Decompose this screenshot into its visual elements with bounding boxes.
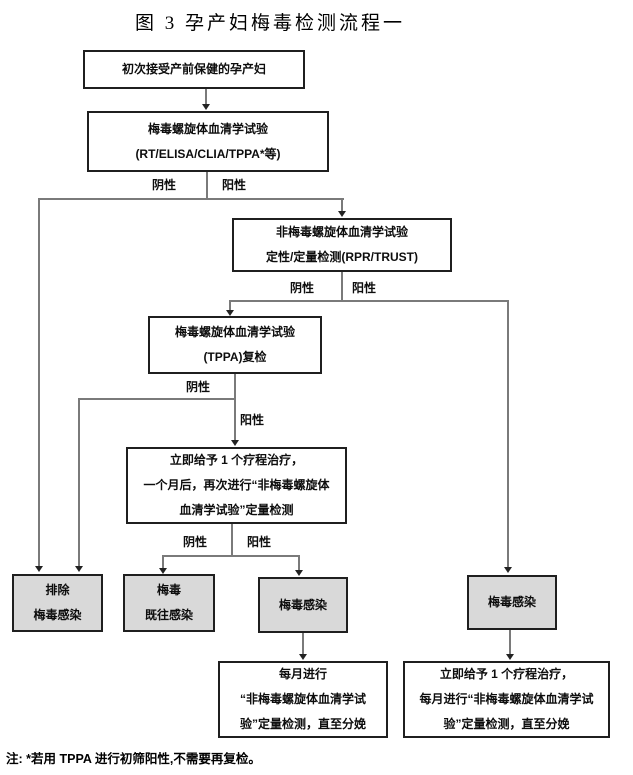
flow-line (298, 555, 300, 570)
arrowhead-down-icon (202, 104, 210, 110)
flow-line (38, 198, 40, 566)
arrowhead-down-icon (35, 566, 43, 572)
flow-line (205, 89, 207, 104)
node-treponemal-serology-test: 梅毒螺旋体血清学试验 (RT/ELISA/CLIA/TPPA*等) (87, 111, 329, 172)
node-text: 验”定量检测，直至分娩 (443, 717, 570, 731)
node-text: 定性/定量检测(RPR/TRUST) (266, 250, 418, 264)
arrowhead-down-icon (231, 440, 239, 446)
flow-line (234, 374, 236, 440)
arrowhead-down-icon (506, 654, 514, 660)
node-text: 一个月后，再次进行“非梅毒螺旋体 (143, 478, 330, 492)
flow-line (163, 555, 300, 557)
node-monthly-quantitative-test: 每月进行 “非梅毒螺旋体血清学试 验”定量检测，直至分娩 (218, 661, 388, 738)
arrowhead-down-icon (338, 211, 346, 217)
node-text: “非梅毒螺旋体血清学试 (239, 692, 366, 706)
flow-line (229, 300, 509, 302)
edge-label-positive: 阳性 (222, 178, 247, 192)
flow-line (229, 300, 231, 310)
flow-line (341, 272, 343, 301)
flow-line (39, 198, 344, 200)
node-text: 每月进行“非梅毒螺旋体血清学试 (419, 692, 594, 706)
node-text: 梅毒螺旋体血清学试验 (147, 121, 268, 136)
edge-label-negative: 阴性 (186, 380, 211, 394)
flow-line (509, 630, 511, 654)
arrowhead-down-icon (295, 570, 303, 576)
node-treat-and-monthly-test: 立即给予 1 个疗程治疗， 每月进行“非梅毒螺旋体血清学试 验”定量检测，直至分… (403, 661, 610, 738)
node-text: 立即给予 1 个疗程治疗， (169, 453, 304, 467)
node-text: 每月进行 (278, 667, 327, 681)
node-outcome-infection-right: 梅毒感染 (467, 575, 557, 630)
edge-label-positive: 阳性 (240, 413, 265, 427)
flow-line (206, 172, 208, 199)
edge-label-positive: 阳性 (352, 281, 377, 295)
node-outcome-infection-mid: 梅毒感染 (258, 577, 348, 633)
flow-line (162, 555, 164, 568)
flow-line (78, 398, 80, 566)
node-outcome-excluded: 排除 梅毒感染 (12, 574, 103, 632)
flow-line (302, 633, 304, 654)
figure-title: 图 3 孕产妇梅毒检测流程一 (134, 13, 405, 34)
arrowhead-down-icon (504, 567, 512, 573)
node-text: 排除 (45, 583, 70, 597)
node-initial-prenatal-care: 初次接受产前保健的孕产妇 (83, 50, 305, 89)
edge-label-negative: 阴性 (152, 178, 177, 192)
node-text: (RT/ELISA/CLIA/TPPA*等) (135, 146, 281, 161)
node-tppa-recheck: 梅毒螺旋体血清学试验 (TPPA)复检 (148, 316, 322, 374)
node-nontreponemal-serology-test: 非梅毒螺旋体血清学试验 定性/定量检测(RPR/TRUST) (232, 218, 452, 272)
node-text: (TPPA)复检 (203, 350, 267, 364)
footnote: 注: *若用 TPPA 进行初筛阳性,不需要再复检。 (6, 752, 261, 766)
arrowhead-down-icon (75, 566, 83, 572)
node-text: 非梅毒螺旋体血清学试验 (275, 225, 408, 239)
node-text: 梅毒螺旋体血清学试验 (174, 325, 295, 339)
node-text: 血清学试验”定量检测 (179, 503, 294, 517)
node-text: 立即给予 1 个疗程治疗， (439, 667, 574, 681)
arrowhead-down-icon (226, 310, 234, 316)
edge-label-negative: 阴性 (290, 281, 315, 295)
edge-label-negative: 阴性 (183, 535, 208, 549)
node-text: 梅毒感染 (278, 597, 327, 612)
node-text: 梅毒感染 (33, 608, 82, 622)
flow-line (79, 398, 236, 400)
arrowhead-down-icon (299, 654, 307, 660)
node-text: 梅毒感染 (487, 595, 536, 609)
node-text: 既往感染 (144, 608, 193, 622)
node-outcome-past-infection: 梅毒 既往感染 (123, 574, 215, 632)
flow-line (341, 198, 343, 211)
node-immediate-treatment-retest: 立即给予 1 个疗程治疗， 一个月后，再次进行“非梅毒螺旋体 血清学试验”定量检… (126, 447, 347, 524)
node-text: 梅毒 (156, 583, 181, 597)
edge-label-positive: 阳性 (247, 535, 272, 549)
flow-line (231, 524, 233, 557)
arrowhead-down-icon (159, 568, 167, 574)
node-text: 初次接受产前保健的孕产妇 (121, 62, 266, 76)
node-text: 验”定量检测，直至分娩 (239, 717, 366, 731)
flow-line (507, 300, 509, 567)
